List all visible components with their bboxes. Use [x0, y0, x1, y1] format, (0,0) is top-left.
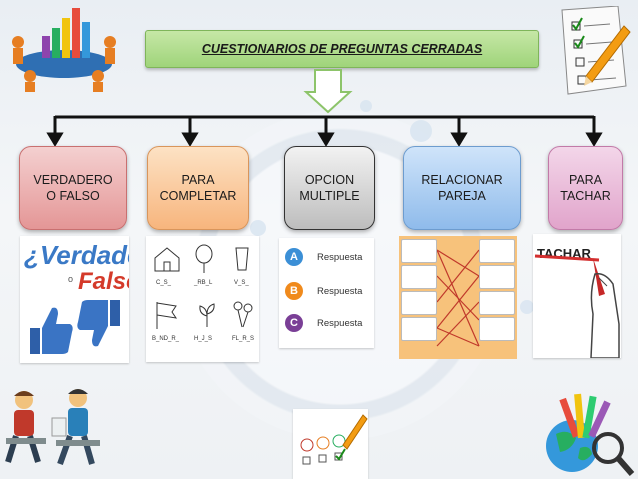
option-row: A Respuesta [285, 248, 362, 266]
smiley-survey-icon [300, 414, 368, 465]
background-bubble [520, 300, 534, 314]
match-card [479, 265, 515, 289]
match-card [479, 239, 515, 263]
hand-pen-icon [534, 254, 620, 358]
multiple-choice-image: A Respuesta B Respuesta C Respuesta [279, 238, 374, 348]
match-card [401, 317, 437, 341]
option-label: Respuesta [317, 251, 363, 263]
diagram-title: CUESTIONARIOS DE PREGUNTAS CERRADAS [201, 42, 483, 56]
survey-clipart [293, 409, 368, 479]
o-text: o [68, 274, 74, 284]
glass-icon [235, 247, 249, 271]
down-arrow [303, 69, 353, 114]
match-card [479, 291, 515, 315]
word-blank: FL_R_S [232, 336, 255, 342]
true-false-image: ¿Verdadero o Falso? [20, 236, 129, 363]
matching-image [399, 236, 517, 359]
option-row: C Respuesta [285, 314, 362, 332]
category-label: PAREJA [438, 189, 486, 203]
category-box-relacionar-pareja: RELACIONAR PAREJA [403, 146, 521, 230]
option-label: Respuesta [317, 285, 363, 297]
globe-pencils-clipart [546, 393, 635, 476]
category-label: MULTIPLE [299, 189, 360, 203]
category-label: COMPLETAR [159, 189, 237, 203]
option-c-badge: C [285, 314, 303, 332]
background-bubble [250, 220, 266, 236]
match-card [401, 291, 437, 315]
branch-arrows [46, 116, 603, 147]
category-label: O FALSO [46, 189, 100, 203]
category-box-para-completar: PARA COMPLETAR [147, 146, 249, 230]
leaves-icon [199, 303, 215, 327]
flowers-icon [233, 301, 253, 328]
word-blank: _RB_L [194, 280, 213, 286]
category-label: TACHAR [560, 189, 611, 203]
thumbs-down-icon [77, 300, 120, 347]
people-talking-clipart [5, 389, 100, 466]
fill-in-image: C_S_ _RB_L V_S_ B_ND_R_ H_J_S FL_R_S [146, 236, 259, 362]
checklist-pencil-clipart [561, 6, 631, 95]
option-a-badge: A [285, 248, 303, 266]
tree-icon [195, 244, 213, 273]
cross-out-image: TACHAR [533, 234, 621, 358]
match-card [401, 265, 437, 289]
background-bubble [410, 120, 432, 142]
match-card [479, 317, 515, 341]
category-label: RELACIONAR [421, 173, 503, 187]
word-blank: B_ND_R_ [152, 336, 180, 342]
title-box: CUESTIONARIOS DE PREGUNTAS CERRADAS [145, 30, 539, 68]
match-card [401, 239, 437, 263]
word-blank: C_S_ [156, 280, 172, 286]
falso-text: Falso? [78, 268, 129, 295]
house-icon [154, 247, 180, 272]
category-label: PARA [568, 173, 603, 187]
option-b-badge: B [285, 282, 303, 300]
option-label: Respuesta [317, 317, 363, 329]
meeting-chart-clipart [12, 8, 116, 92]
matching-lines [436, 249, 480, 347]
flag-icon [156, 302, 178, 329]
background-bubble [360, 100, 372, 112]
category-box-opcion-multiple: OPCION MULTIPLE [284, 146, 375, 230]
category-box-verdadero-falso: VERDADERO O FALSO [19, 146, 127, 230]
verdadero-text: ¿Verdadero [24, 240, 129, 270]
category-label: OPCION [304, 173, 355, 187]
category-label: PARA [181, 173, 215, 187]
word-blank: H_J_S [194, 336, 213, 342]
category-box-para-tachar: PARA TACHAR [548, 146, 623, 230]
category-label: VERDADERO [33, 173, 113, 187]
thumbs-up-icon [30, 307, 73, 354]
option-row: B Respuesta [285, 282, 362, 300]
word-blank: V_S_ [234, 280, 249, 286]
